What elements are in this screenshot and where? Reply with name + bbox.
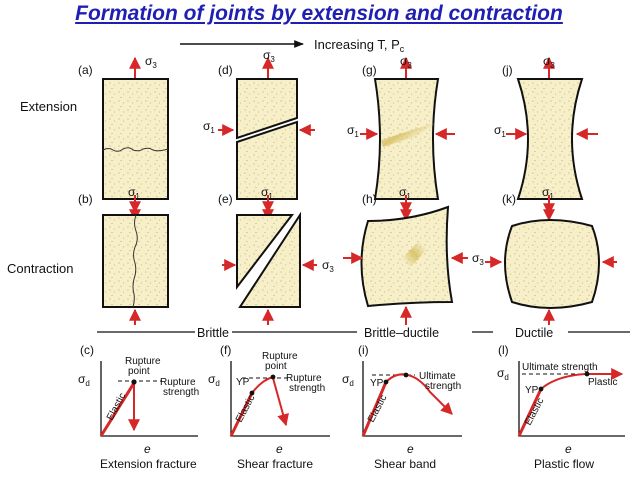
block-j [516,78,584,200]
elastic-label: Elastic [105,391,129,422]
regime-ductile: Ductile [515,326,553,340]
y-axis-label-i: σd [342,372,354,388]
ultimate-strength-label: Ultimate strength [522,362,598,373]
block-e [236,211,301,308]
panel-label-j: (j) [502,63,513,77]
block-h [360,205,454,308]
sigma1-label: σ1 [399,185,411,201]
panel-label-i: (i) [358,343,369,357]
panel-label-l: (l) [498,343,509,357]
sigma3-label: σ3 [543,54,555,70]
x-axis-label-l: e [565,442,572,456]
caption-shear-band: Shear band [374,457,436,471]
sigma3-label: σ3 [145,54,157,70]
graph-l [517,361,625,437]
elastic-label: Elastic [523,396,547,427]
caption-extension-fracture: Extension fracture [100,457,197,471]
block-d [236,78,298,200]
sigma1-label: σ1 [347,123,359,139]
graph-c [99,361,198,437]
y-axis-label-l: σd [497,366,509,382]
y-axis-label-f: σd [208,372,220,388]
x-axis-label-f: e [276,442,283,456]
graph-i [361,361,462,437]
yp-label: YP [525,385,539,396]
page-title: Formation of joints by extension and con… [75,2,563,25]
panel-label-b: (b) [78,192,93,206]
regime-brittle: Brittle [197,326,229,340]
panel-label-c: (c) [80,343,94,357]
sigma1-label: σ1 [261,185,273,201]
panel-label-e: (e) [218,192,233,206]
block-a [102,78,169,200]
graph-f [229,361,330,437]
caption-plastic-flow: Plastic flow [534,457,594,471]
x-axis-label-i: e [407,442,414,456]
sigma3-label: σ3 [322,258,334,274]
sigma3-label: σ3 [400,54,412,70]
yp-label: YP [370,378,384,389]
block-g [373,78,440,200]
x-axis-label-c: e [144,442,151,456]
sigma1-label: σ1 [203,119,215,135]
y-axis-label-c: σd [78,372,90,388]
sigma3-label: σ3 [263,48,275,64]
panel-label-a: (a) [78,63,93,77]
panel-label-d: (d) [218,63,233,77]
panel-label-g: (g) [362,63,377,77]
elastic-label: Elastic [234,393,258,424]
row-label-contraction: Contraction [7,261,73,276]
sigma1-label: σ1 [128,185,140,201]
caption-shear-fracture: Shear fracture [237,457,313,471]
trend-label: Increasing T, Pc [314,37,405,54]
plastic-label: Plastic [588,377,617,388]
row-label-extension: Extension [20,99,77,114]
panel-label-k: (k) [502,192,516,206]
block-k [504,219,600,309]
sigma1-label: σ1 [542,185,554,201]
regime-brittle-ductile: Brittle–ductile [364,326,439,340]
block-b [102,214,169,308]
elastic-label: Elastic [366,393,390,424]
panel-label-f: (f) [220,343,231,357]
yp-label: YP [236,377,250,388]
sigma3-label: σ3 [472,251,484,267]
panel-label-h: (h) [362,192,377,206]
sigma1-label: σ1 [494,123,506,139]
